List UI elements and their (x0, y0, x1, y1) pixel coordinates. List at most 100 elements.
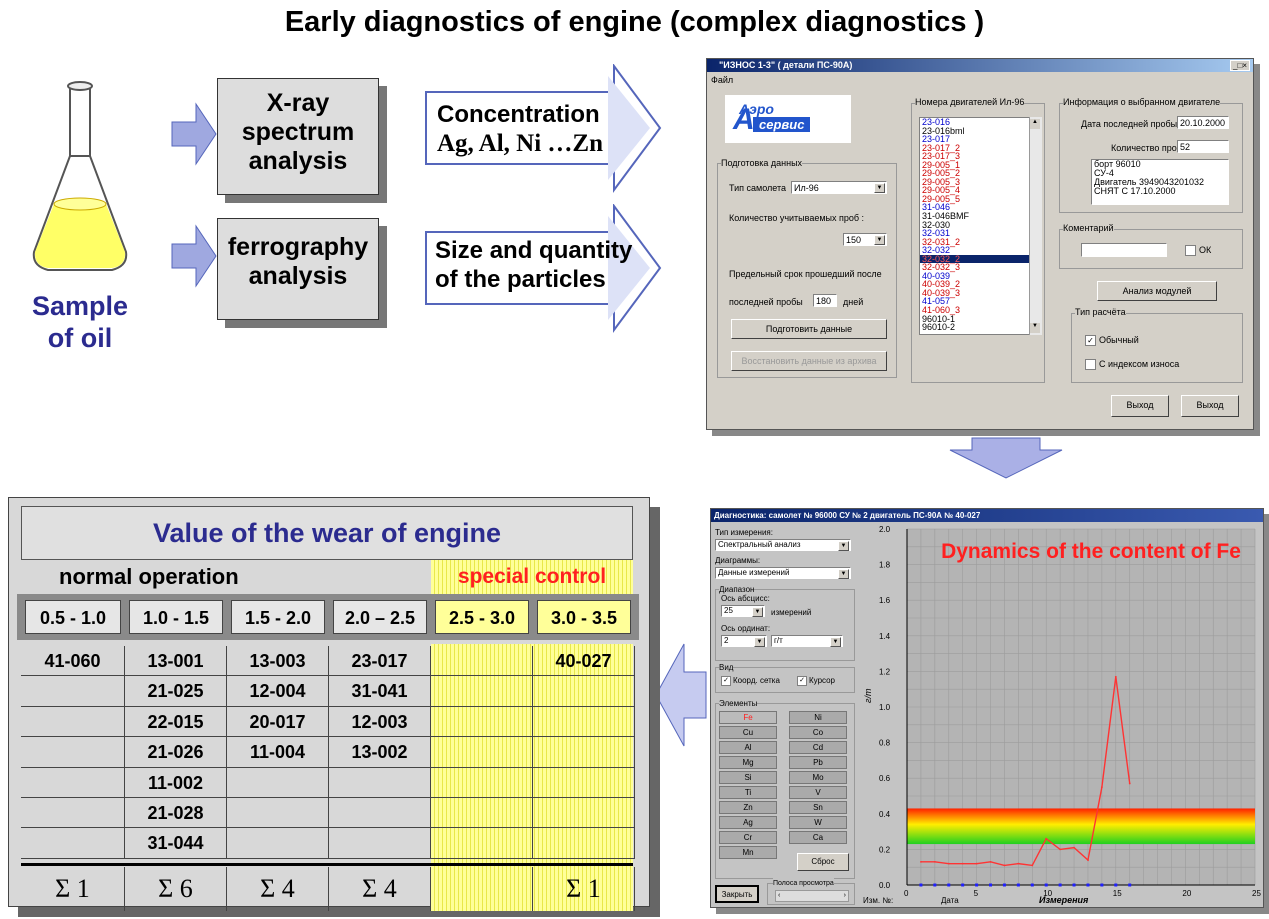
element-button[interactable]: Ni (789, 711, 847, 724)
engine-list-item[interactable]: 23-017_2 (922, 142, 961, 153)
element-button[interactable]: Ag (719, 816, 777, 829)
element-button[interactable]: Cu (719, 726, 777, 739)
grid-checkbox[interactable]: ✓ (721, 676, 731, 686)
exit-button-2[interactable]: Выход (1181, 395, 1239, 417)
analyze-modules-button[interactable]: Анализ модулей (1097, 281, 1217, 301)
element-button[interactable]: Pb (789, 756, 847, 769)
chevron-down-icon[interactable]: ▼ (752, 607, 763, 617)
x-footer-label: Дата (941, 896, 959, 905)
wear-index-checkbox[interactable] (1085, 359, 1096, 370)
element-button[interactable]: Fe (719, 711, 777, 724)
engine-list-item[interactable]: 23-016bml (922, 125, 965, 136)
element-button[interactable]: W (789, 816, 847, 829)
element-button[interactable]: Cr (719, 831, 777, 844)
engine-list-item[interactable]: 29-005_1 (922, 159, 961, 170)
element-button[interactable]: Cd (789, 741, 847, 754)
cursor-checkbox[interactable]: ✓ (797, 676, 807, 686)
measure-type-select[interactable]: Спектральный анализ▼ (715, 539, 851, 551)
x-axis-select[interactable]: 25▼ (721, 605, 765, 617)
fe-data-point (961, 862, 964, 865)
engine-list-item[interactable]: 32-032_2 (920, 254, 1040, 264)
engine-list-item[interactable]: 32-032_3 (922, 262, 961, 273)
element-button[interactable]: Mo (789, 771, 847, 784)
engine-list-item[interactable]: 31-046ВМF (922, 211, 970, 222)
engine-list-item[interactable]: 32-030 (922, 219, 951, 230)
samples-count-field[interactable]: 52 (1177, 140, 1229, 153)
chevron-down-icon[interactable]: ▼ (754, 637, 765, 647)
engine-list-item[interactable]: 23-016 (922, 117, 951, 127)
normal-operation-label: normal operation (59, 564, 239, 589)
engine-list-item[interactable]: 31-046 (922, 202, 951, 213)
engine-list-item[interactable]: 40-039_2 (922, 279, 961, 290)
comment-input[interactable] (1081, 243, 1167, 257)
close-button[interactable]: Закрыть (715, 885, 759, 903)
engine-list-item[interactable]: 96010-1 (922, 313, 956, 324)
y-axis-select[interactable]: 2▼ (721, 635, 767, 647)
element-button[interactable]: Co (789, 726, 847, 739)
chevron-down-icon[interactable]: ▼ (838, 569, 849, 579)
engine-list-item[interactable]: 23-017 (922, 134, 951, 145)
engine-list-scrollbar[interactable] (1029, 117, 1042, 335)
aircraft-type-select[interactable]: Ил-96▼ (791, 181, 887, 194)
table-cell (21, 767, 125, 798)
view-scrollbar[interactable]: ‹› (775, 890, 849, 902)
chevron-down-icon[interactable]: ▼ (838, 541, 849, 551)
engine-list-item[interactable]: 40-039_3 (922, 287, 961, 298)
company-logo: Аэро сервис A (725, 95, 851, 143)
element-button[interactable]: Zn (719, 801, 777, 814)
reset-button[interactable]: Сброс (797, 853, 849, 871)
engine-list-item[interactable]: 32-032 (922, 245, 951, 256)
engine-list-item[interactable]: 32-031 (922, 228, 951, 239)
table-cell (21, 737, 125, 768)
window-controls-icon[interactable]: _□× (1230, 60, 1250, 71)
table-cell: 21-026 (125, 737, 227, 768)
table-cell: 20-017 (227, 706, 329, 738)
scroll-down-icon[interactable]: ▼ (1030, 323, 1040, 333)
fe-data-point (1128, 782, 1131, 785)
engine-list-item[interactable]: 96010-2 (922, 322, 956, 333)
period-input[interactable]: 180 (813, 294, 837, 307)
last-sample-date-field[interactable]: 20.10.2000 (1177, 116, 1229, 129)
element-button[interactable]: Sn (789, 801, 847, 814)
engine-list-item[interactable]: 29-005_4 (922, 185, 961, 196)
charts-select[interactable]: Данные измерений▼ (715, 567, 851, 579)
chevron-down-icon[interactable]: ▼ (874, 183, 885, 193)
chevron-down-icon[interactable]: ▼ (830, 637, 841, 647)
restore-archive-button[interactable]: Восстановить данные из архива (731, 351, 887, 371)
threshold-band (907, 808, 1255, 845)
scroll-up-icon[interactable]: ▲ (1030, 119, 1040, 129)
totals-divider (21, 862, 633, 866)
engine-list-item[interactable]: 41-057 (922, 296, 951, 307)
table-cell: 23-017 (329, 646, 431, 677)
engine-list-item[interactable]: 29-005_3 (922, 176, 961, 187)
y-unit-select[interactable]: г/т▼ (771, 635, 843, 647)
fe-data-point (1087, 859, 1089, 861)
prepare-data-button[interactable]: Подготовить данные (731, 319, 887, 339)
engine-list-item[interactable]: 29-005_5 (922, 193, 961, 204)
element-button[interactable]: Si (719, 771, 777, 784)
engine-list-item[interactable]: 41-060_3 (922, 305, 961, 316)
x-tick-label: 10 (1043, 889, 1052, 898)
engine-list-item[interactable]: 29-005_2 (922, 168, 961, 179)
y-tick-label: 2.0 (879, 525, 891, 534)
chevron-down-icon[interactable]: ▼ (874, 235, 885, 245)
table-cell: 13-001 (125, 646, 227, 677)
element-button[interactable]: Al (719, 741, 777, 754)
column-header: 2.0 – 2.5 (333, 600, 427, 634)
engine-list-item[interactable]: 32-031_2 (922, 236, 961, 247)
exit-button-1[interactable]: Выход (1111, 395, 1169, 417)
engine-list-item[interactable]: 23-017_3 (922, 151, 961, 162)
element-button[interactable]: Mn (719, 846, 777, 859)
normal-calc-checkbox[interactable]: ✓ (1085, 335, 1096, 346)
element-button[interactable]: V (789, 786, 847, 799)
element-button[interactable]: Ca (789, 831, 847, 844)
element-button[interactable]: Ti (719, 786, 777, 799)
ok-checkbox[interactable] (1185, 245, 1196, 256)
menu-file[interactable]: Файл (711, 75, 734, 85)
element-button[interactable]: Mg (719, 756, 777, 769)
fe-data-point (1059, 848, 1062, 851)
samples-count-select[interactable]: 150▼ (843, 233, 887, 246)
engine-list-item[interactable]: 40-039 (922, 270, 951, 281)
